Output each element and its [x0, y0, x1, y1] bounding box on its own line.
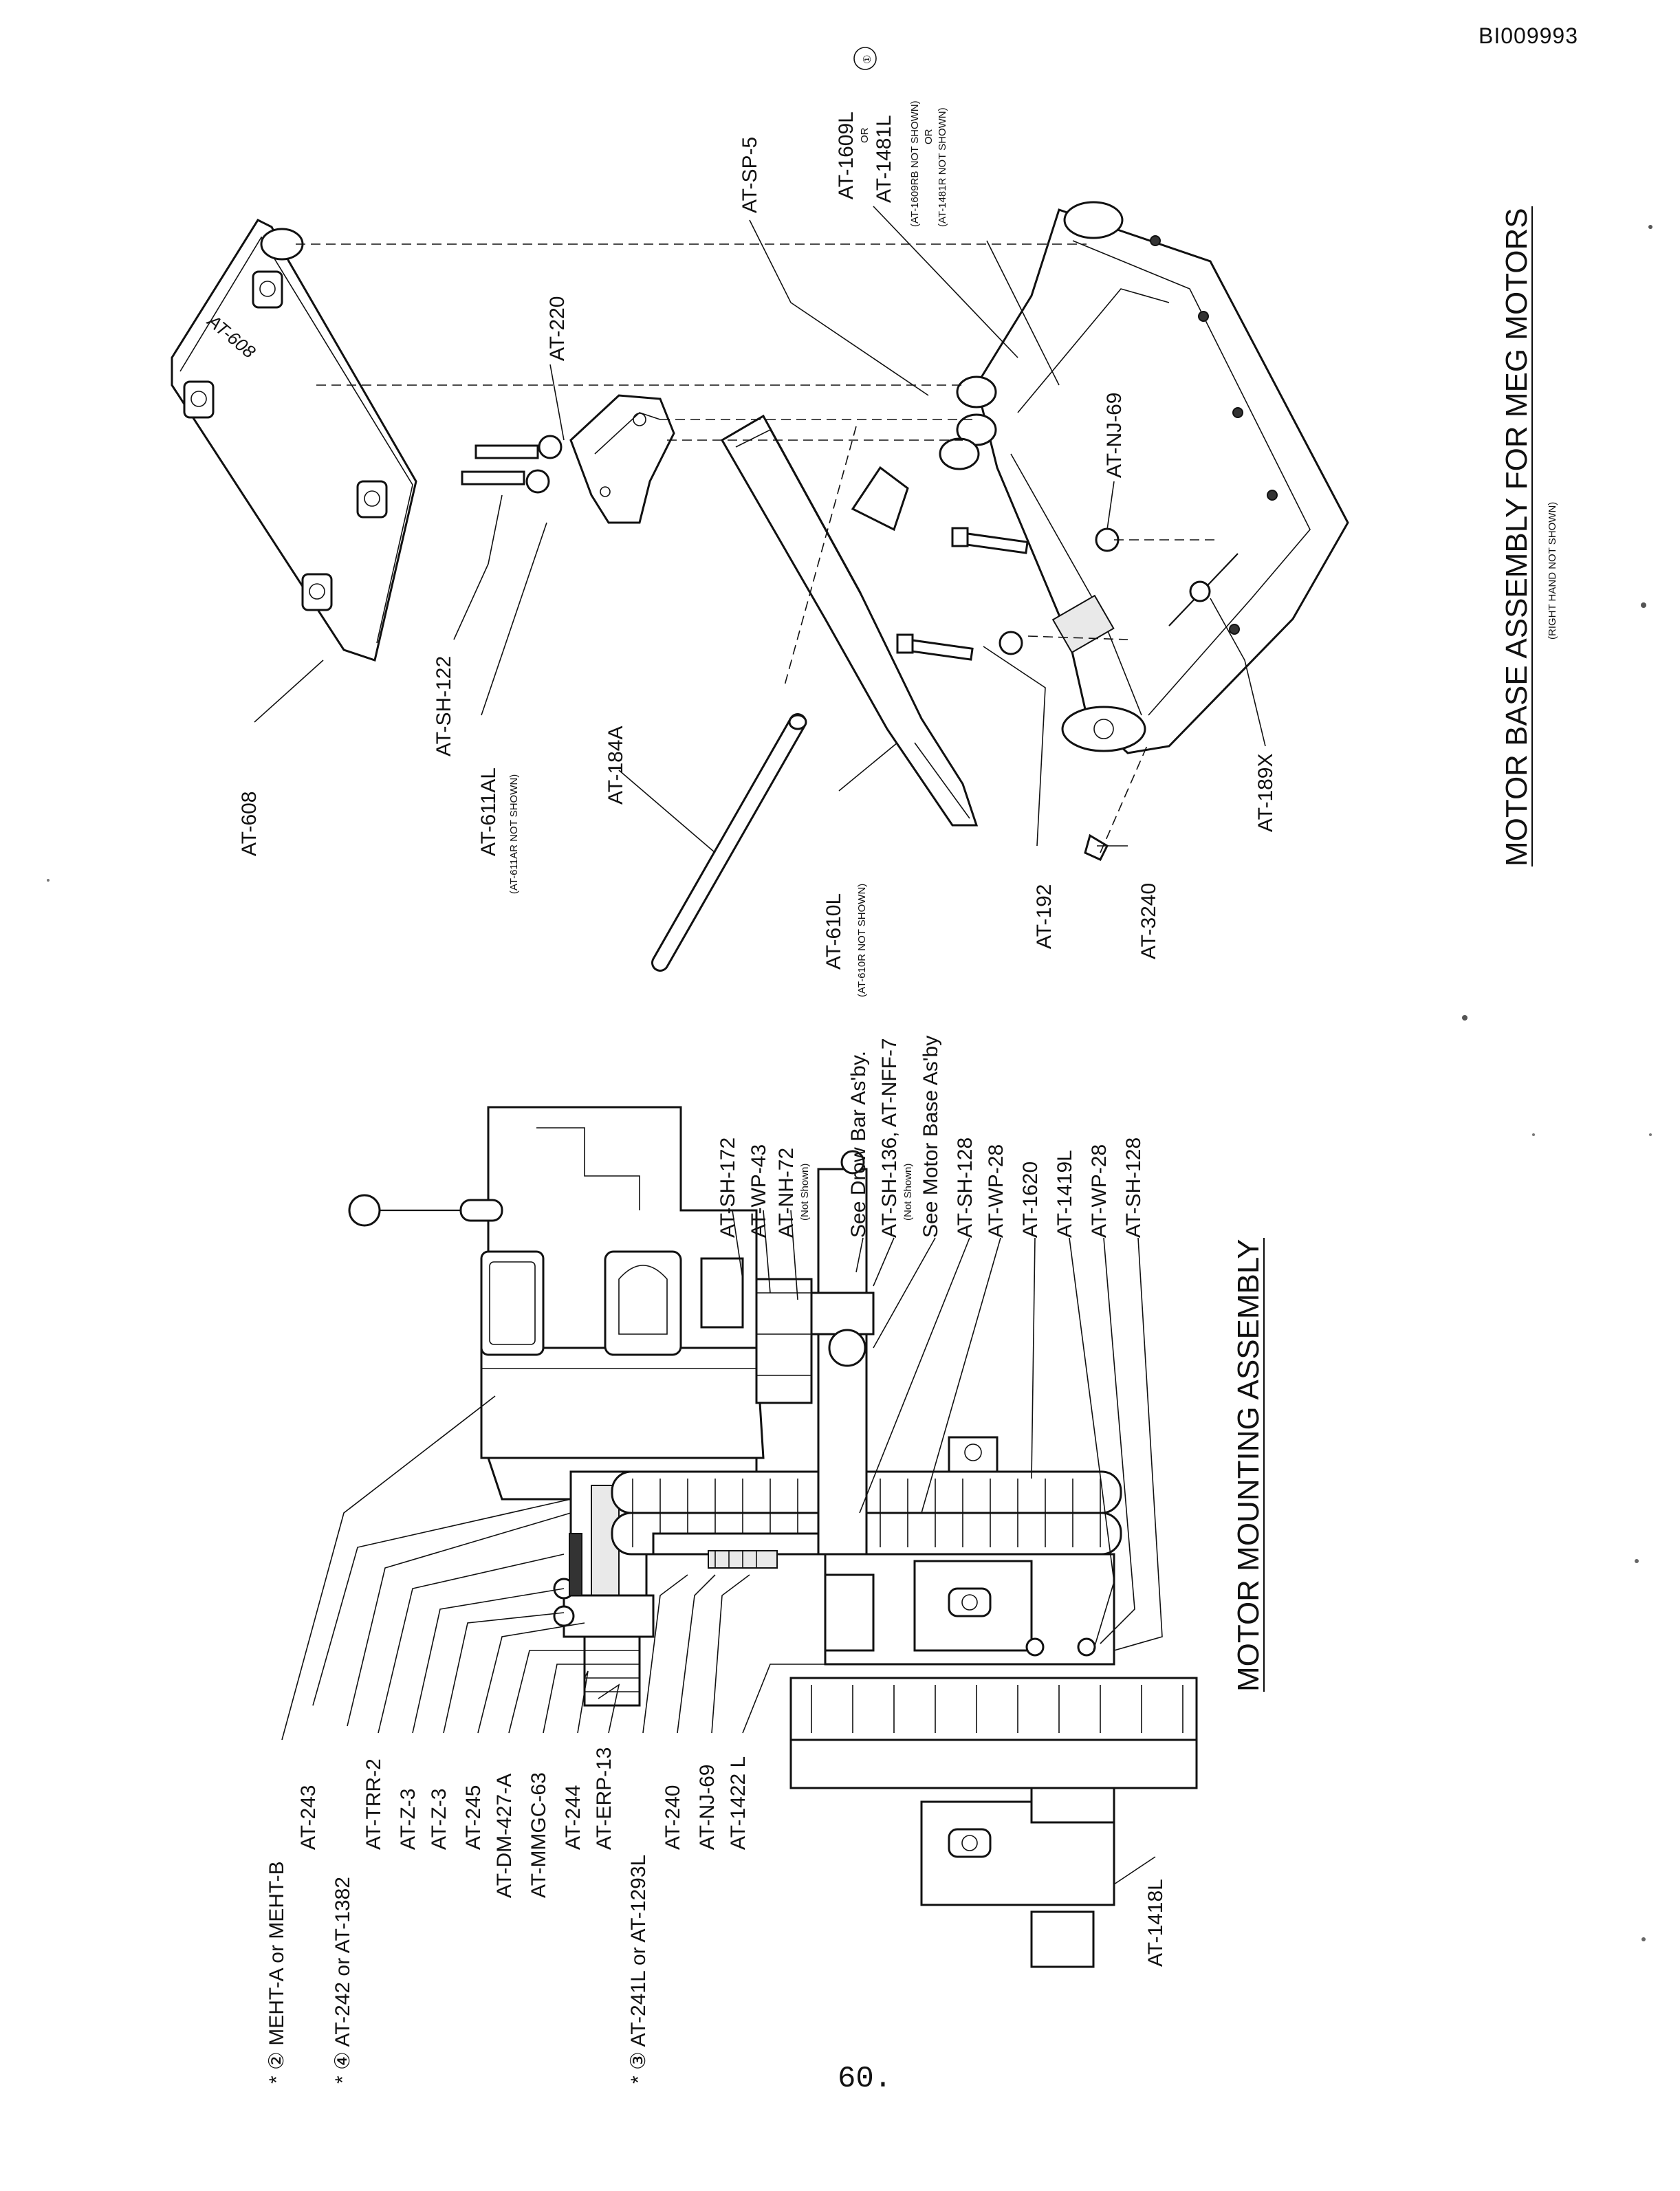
label-note-2: (AT-1481R NOT SHOWN) — [937, 107, 948, 227]
label-at611al-note: (AT-611AR NOT SHOWN) — [508, 774, 520, 894]
motor-mounting-assembly: * ② MEHT-A or MEHT-B AT-243 * ④ AT-242 o… — [265, 1036, 1265, 2084]
label-at192: AT-192 — [1033, 884, 1056, 950]
label-left-11: AT-ERP-13 — [593, 1747, 615, 1851]
label-right-6: See Motor Base As'by — [919, 1036, 942, 1238]
label-left-13: AT-240 — [662, 1785, 684, 1851]
label-at608: AT-608 — [238, 792, 261, 857]
motor-base-assembly: AT-608 — [171, 47, 1558, 997]
label-note-1: (AT-1609RB NOT SHOWN) — [909, 100, 921, 227]
label-right-7: AT-SH-128 — [954, 1137, 977, 1238]
label-left-9: AT-MMGC-63 — [527, 1772, 550, 1898]
label-or-1: OR — [859, 127, 871, 143]
label-right-11: AT-WP-28 — [1088, 1144, 1111, 1238]
label-left-14: AT-NJ-69 — [696, 1765, 719, 1850]
label-left-8: AT-DM-427-A — [493, 1774, 516, 1898]
label-at1609l: AT-1609L — [835, 111, 858, 199]
draw-bar-drawing — [652, 1150, 875, 1569]
label-at1418l: AT-1418L — [1144, 1879, 1167, 1967]
label-at184a: AT-184A — [604, 726, 627, 805]
label-left-7: AT-245 — [462, 1785, 485, 1851]
label-right-10: AT-1419L — [1054, 1150, 1076, 1238]
motor-base-title: MOTOR BASE ASSEMBLY FOR MEG MOTORS — [1500, 208, 1534, 866]
label-at610l: AT-610L — [822, 893, 845, 970]
mount-plates-drawing — [789, 1553, 1198, 1968]
label-right-3: AT-NH-72 — [775, 1148, 798, 1238]
label-at3240: AT-3240 — [1137, 883, 1160, 959]
label-left-1: * ② MEHT-A or MEHT-B — [265, 1861, 288, 2084]
circle-mark: ① — [862, 55, 873, 64]
label-left-10: AT-244 — [562, 1785, 585, 1851]
page-number: 60. — [838, 2062, 893, 2096]
label-left-6: AT-Z-3 — [428, 1789, 450, 1850]
label-at610l-note: (AT-610R NOT SHOWN) — [856, 884, 868, 997]
label-left-12: * ③ AT-241L or AT-1293L — [627, 1855, 650, 2084]
label-right-5: AT-SH-136, AT-NFF-7 — [878, 1038, 901, 1238]
label-at611al: AT-611AL — [477, 767, 500, 856]
label-right-1: AT-SH-172 — [717, 1137, 739, 1238]
label-left-4: AT-TRR-2 — [362, 1758, 385, 1850]
label-left-15: AT-1422 L — [727, 1756, 750, 1850]
label-right-12: AT-SH-128 — [1122, 1137, 1145, 1238]
document-id: BI009993 — [1478, 23, 1578, 48]
label-at189x: AT-189X — [1254, 753, 1277, 832]
label-right-5-note: (Not Shown) — [902, 1164, 914, 1221]
label-right-2: AT-WP-43 — [748, 1144, 770, 1238]
label-left-3: * ④ AT-242 or AT-1382 — [331, 1877, 354, 2084]
label-left-5: AT-Z-3 — [397, 1789, 419, 1850]
shaft-hub-drawing — [553, 1470, 655, 1707]
label-at220: AT-220 — [546, 296, 569, 362]
label-at-sp-5: AT-SP-5 — [739, 137, 761, 213]
label-or-2: OR — [923, 129, 935, 144]
label-at-sh-122: AT-SH-122 — [433, 656, 455, 756]
motor-body-drawing — [348, 1106, 765, 1501]
bracket-at220-drawing — [461, 394, 675, 524]
label-right-8: AT-WP-28 — [985, 1144, 1007, 1238]
label-left-2: AT-243 — [297, 1785, 320, 1851]
motor-base-subtitle: (RIGHT HAND NOT SHOWN) — [1547, 502, 1558, 640]
motor-base-frame-drawing — [939, 201, 1349, 754]
plate-at608-drawing: AT-608 — [171, 219, 417, 662]
label-right-4: See Drow Bar As'by. — [847, 1051, 870, 1238]
arm-at610l-drawing — [720, 414, 979, 827]
label-at1481l: AT-1481L — [873, 115, 895, 203]
label-at-nj-69: AT-NJ-69 — [1103, 393, 1126, 478]
motor-mounting-title: MOTOR MOUNTING ASSEMBLY — [1232, 1239, 1265, 1692]
label-right-3-note: (Not Shown) — [799, 1164, 811, 1221]
label-right-9: AT-1620 — [1019, 1162, 1042, 1238]
